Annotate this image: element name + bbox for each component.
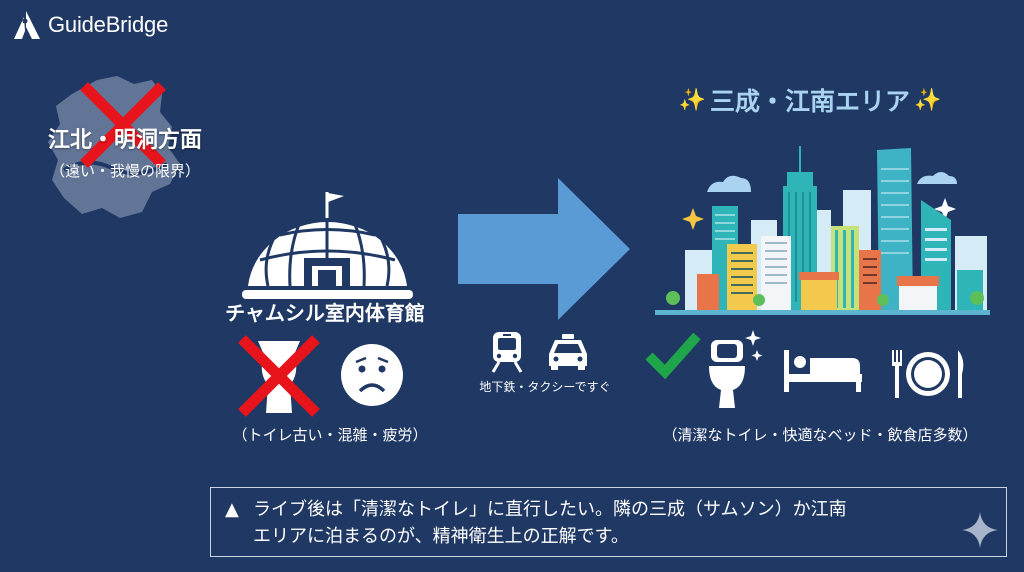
callout-line-2: エリアに泊まるのが、精神衛生上の正解です。	[253, 526, 629, 547]
gangbuk-area-subtitle: （遠い・我慢の限界）	[49, 162, 200, 180]
gangnam-area-title: ✨ 三成・江南エリア ✨	[640, 82, 980, 118]
gangnam-features: （清潔なトイレ・快適なベッド・飲食店多数）	[662, 426, 978, 444]
mountain-person-logo-icon	[14, 11, 40, 39]
red-x-icon	[80, 82, 166, 168]
toilet-crossed-icon	[238, 335, 320, 417]
gangbuk-area-title: 江北・明洞方面	[47, 128, 202, 153]
callout-line-1: ライブ後は「清潔なトイレ」に直行したい。隣の三成（サムソン）か江南	[253, 499, 847, 520]
check-mark-icon	[645, 332, 701, 380]
brand-name: GuideBridge	[48, 12, 169, 37]
sad-face-icon	[341, 344, 403, 406]
seoul-map-icon	[48, 76, 180, 218]
advice-callout: ▲ ライブ後は「清潔なトイレ」に直行したい。隣の三成（サムソン）か江南 エリアに…	[210, 487, 1007, 557]
clean-toilet-icon	[709, 330, 763, 408]
sparkle-icon: ✨	[678, 87, 706, 113]
right-arrow-icon	[458, 178, 630, 320]
venue-issues: （トイレ古い・混雑・疲労）	[232, 426, 428, 444]
city-skyline-icon	[655, 146, 990, 315]
dome-stadium-icon	[242, 192, 413, 299]
transit-label: 地下鉄・タクシーですぐ	[479, 380, 611, 394]
brand-logo: GuideBridge	[12, 9, 168, 41]
taxi-icon	[549, 334, 587, 370]
gangnam-area-title-text: 三成・江南エリア	[709, 87, 910, 116]
train-icon	[491, 332, 523, 373]
bed-icon	[784, 350, 862, 392]
sparkle-corner-icon	[962, 512, 998, 548]
triangle-bullet-icon: ▲	[225, 499, 239, 520]
fork-plate-knife-icon	[892, 350, 964, 398]
venue-name: チャムシル室内体育館	[225, 301, 425, 325]
sparkle-icon: ✨	[914, 87, 942, 113]
